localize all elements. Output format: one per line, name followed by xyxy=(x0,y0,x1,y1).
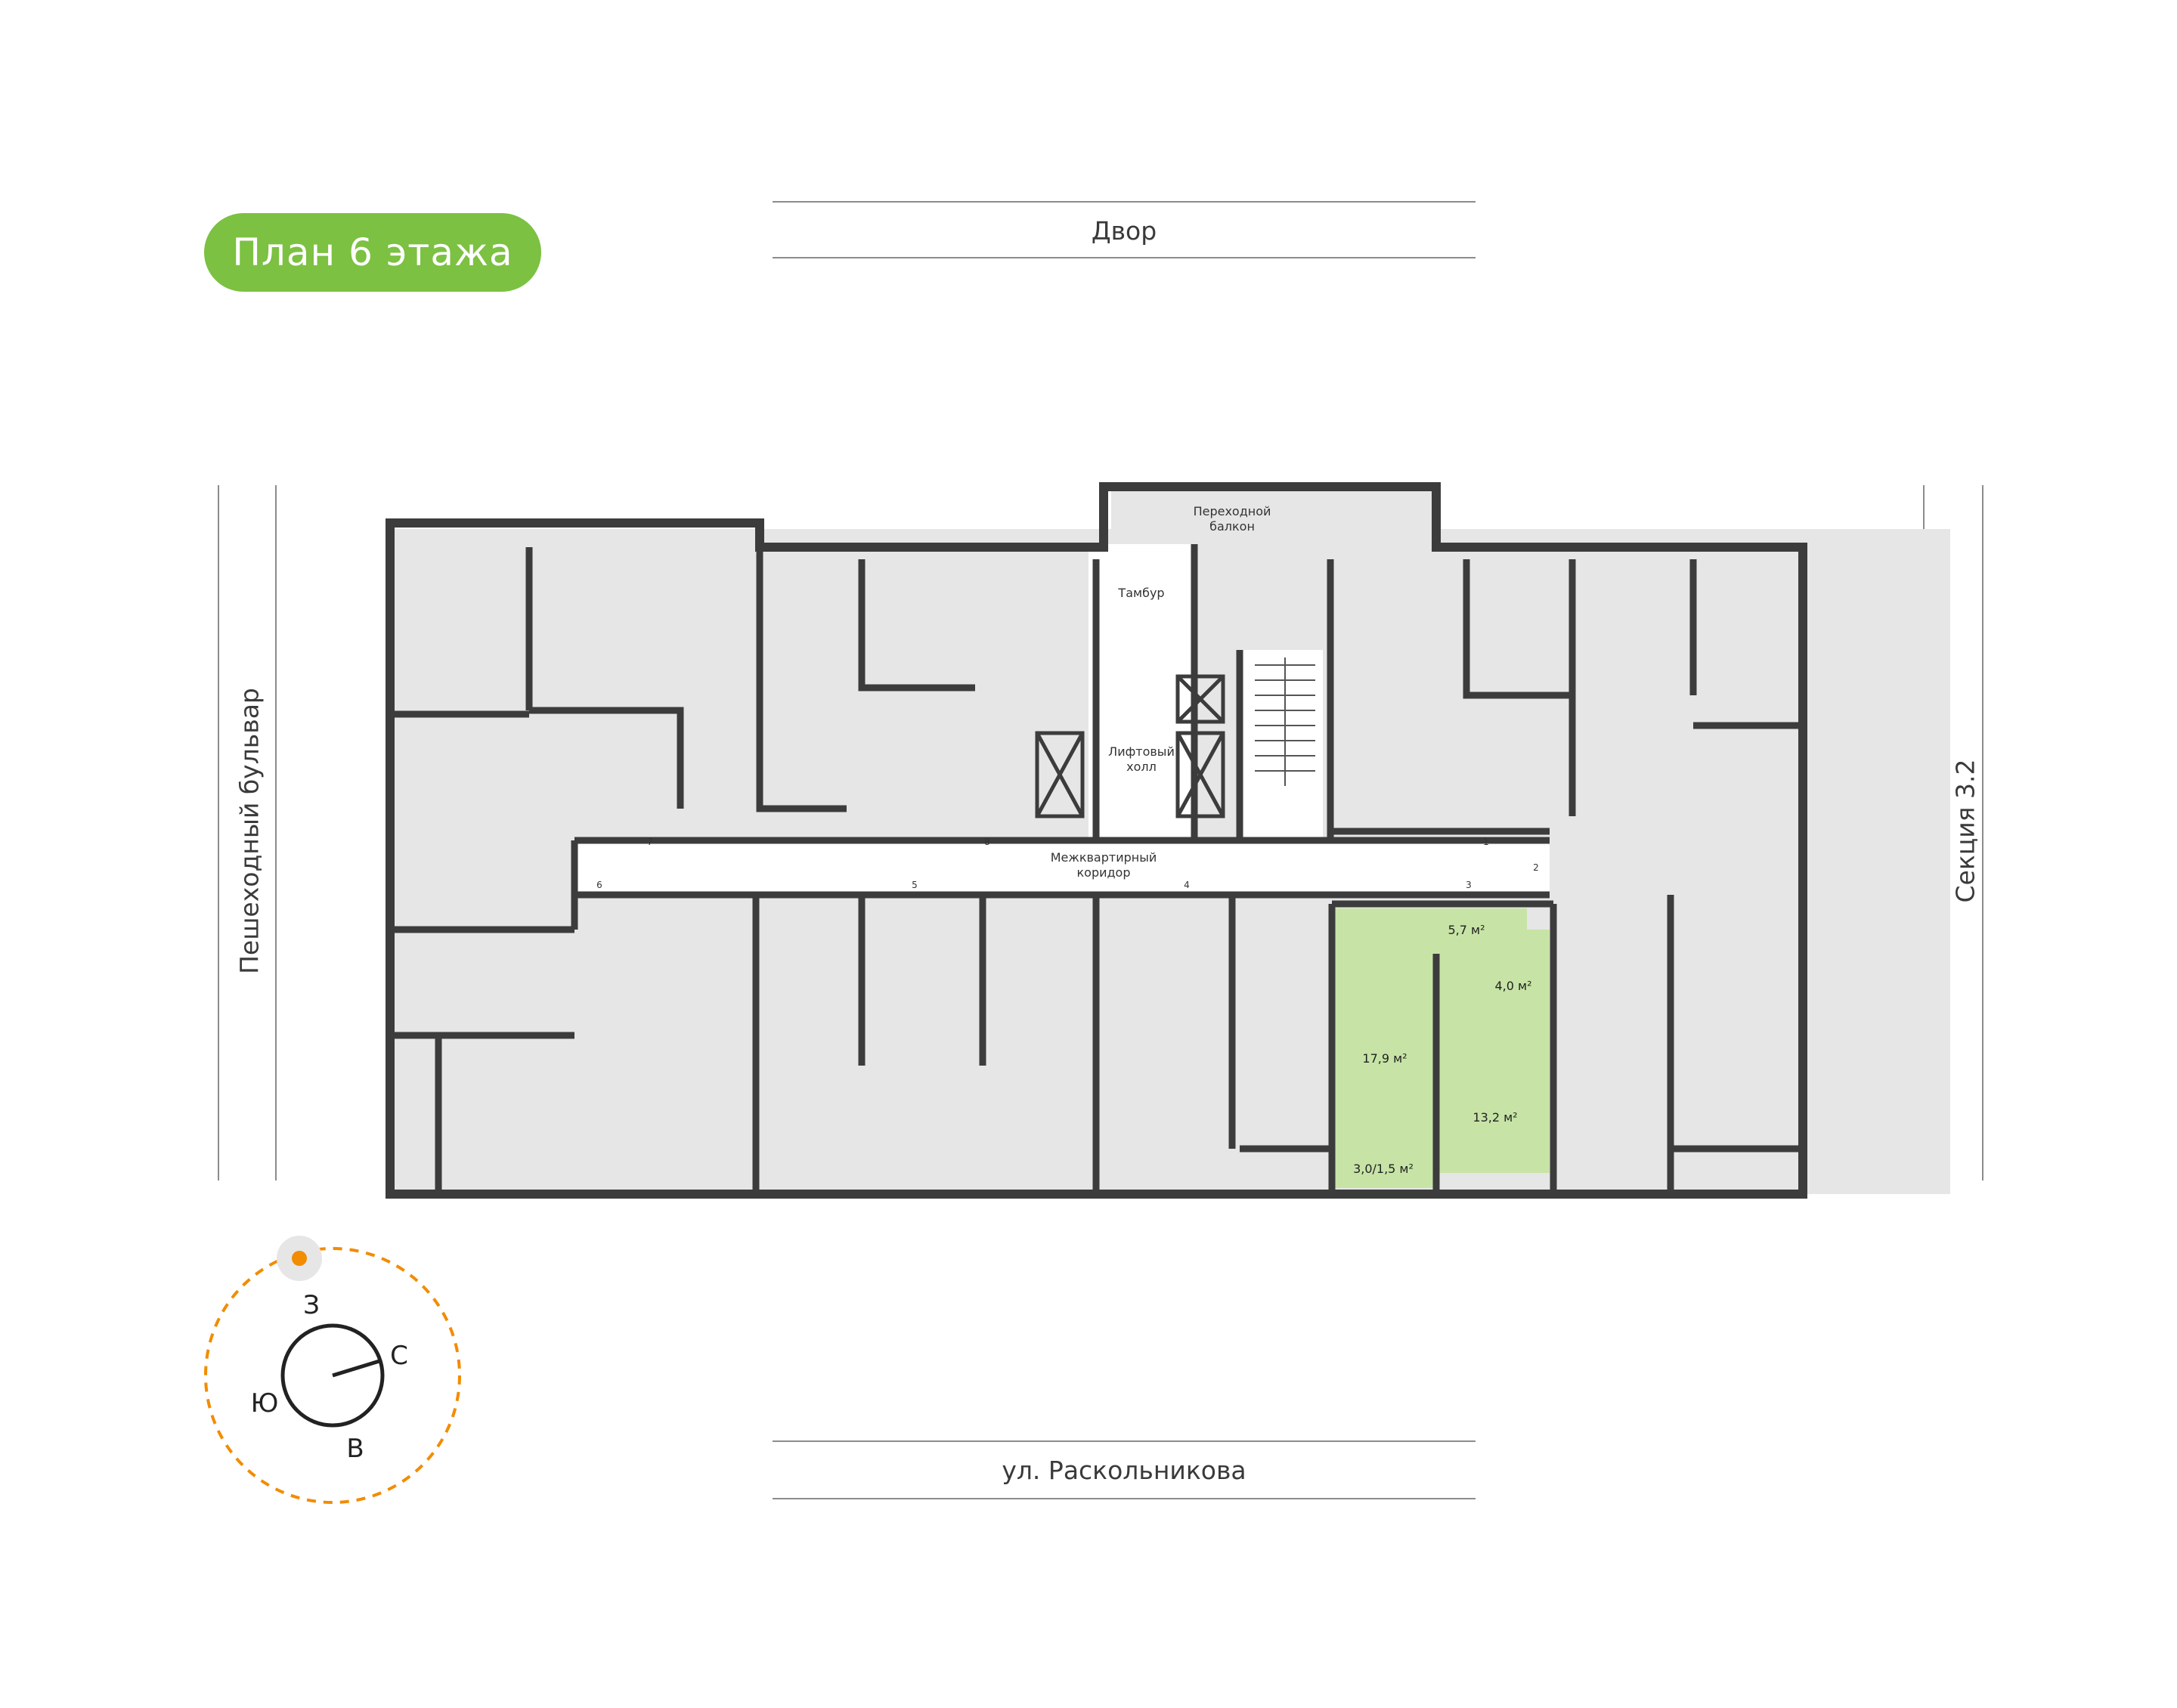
corridor-band xyxy=(574,840,1550,895)
door-numbers: 1 2 3 4 5 6 7 8 xyxy=(596,837,1539,890)
balcony-label-line1: Переходной xyxy=(1194,504,1271,518)
door-number-1: 1 xyxy=(1483,837,1489,847)
compass-east: В xyxy=(346,1434,364,1464)
area-kitchen: 17,9 м² xyxy=(1362,1051,1407,1066)
highlighted-apartment xyxy=(1332,908,1550,1188)
lift-hall-label-line2: холл xyxy=(1126,760,1157,774)
balcony-label-line2: балкон xyxy=(1209,519,1255,534)
highlight-balcony xyxy=(1332,1150,1436,1188)
corridor-label-line1: Межквартирный xyxy=(1051,850,1157,865)
door-number-4: 4 xyxy=(1184,880,1190,890)
apartment-area-labels: 5,7 м² 4,0 м² 17,9 м² 13,2 м² 3,0/1,5 м² xyxy=(1353,923,1531,1176)
door-number-7: 7 xyxy=(647,837,653,847)
compass-ring xyxy=(280,1323,385,1428)
bottom-street-line-lower xyxy=(773,1498,1476,1499)
door-number-8: 8 xyxy=(984,837,990,847)
area-room: 13,2 м² xyxy=(1472,1110,1517,1125)
compass-west: З xyxy=(303,1290,320,1320)
compass-north: С xyxy=(390,1341,408,1371)
left-street-line-inner xyxy=(275,485,277,1180)
sun-icon xyxy=(292,1251,307,1266)
highlight-kitchen xyxy=(1332,908,1438,1150)
compass: З С Ю В xyxy=(204,1236,461,1504)
compass-needle xyxy=(332,1358,382,1378)
compass-south: Ю xyxy=(251,1388,279,1419)
top-street-line-lower xyxy=(773,257,1476,258)
area-balcony: 3,0/1,5 м² xyxy=(1353,1162,1414,1176)
right-street-line-outer xyxy=(1982,485,1983,1180)
door-number-2: 2 xyxy=(1533,862,1539,873)
highlight-bath xyxy=(1493,930,1550,1020)
plan-title-badge: План 6 этажа xyxy=(204,213,541,292)
stairs xyxy=(1255,658,1315,786)
tambur-label: Тамбур xyxy=(1117,586,1164,600)
lift-hall-label-line1: Лифтовый xyxy=(1108,744,1175,759)
top-street-line-upper xyxy=(773,201,1476,203)
sun-path-circle xyxy=(204,1247,461,1504)
lift-shafts xyxy=(1035,674,1225,818)
stair-core-area xyxy=(1240,650,1323,839)
door-number-3: 3 xyxy=(1466,880,1472,890)
area-hall: 5,7 м² xyxy=(1448,923,1485,937)
left-street-line-outer xyxy=(218,485,219,1180)
door-number-6: 6 xyxy=(596,880,602,890)
corridor-label-line2: коридор xyxy=(1076,865,1130,880)
door-number-5: 5 xyxy=(912,880,918,890)
street-bottom-label: ул. Раскольникова xyxy=(1002,1456,1246,1485)
bottom-street-line-upper xyxy=(773,1440,1476,1442)
area-bath: 4,0 м² xyxy=(1494,979,1531,993)
interior-walls xyxy=(393,544,1803,1194)
street-top-label: Двор xyxy=(1091,216,1157,246)
